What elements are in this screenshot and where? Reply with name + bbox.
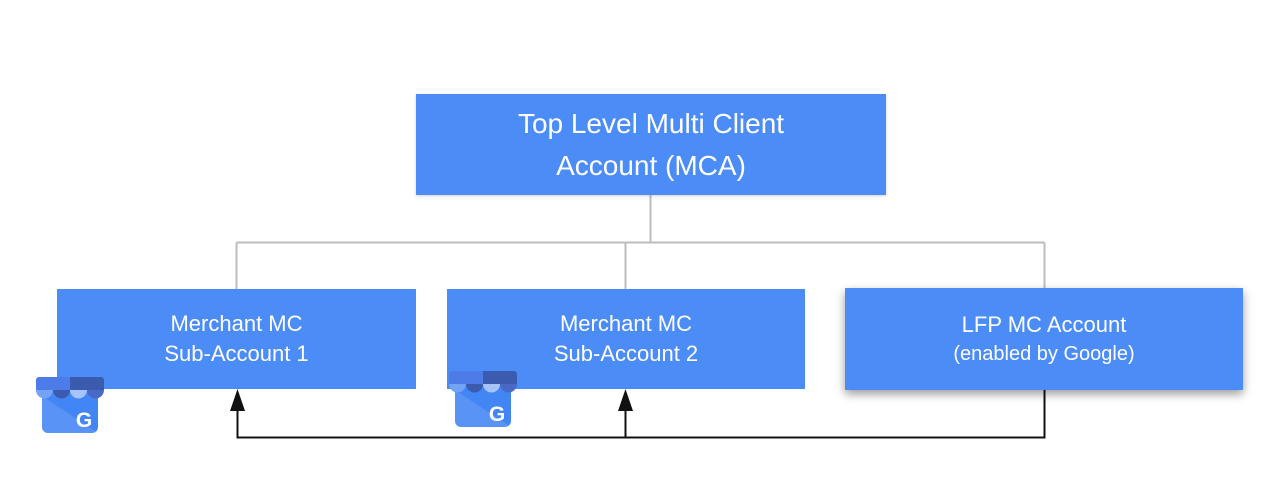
storefront-fold (42, 396, 98, 433)
lfp-account-label-line2: (enabled by Google) (953, 343, 1135, 365)
google-my-business-icon: G (449, 371, 517, 427)
awning-band-left (36, 377, 70, 390)
google-my-business-icon: G (36, 377, 104, 433)
sub-account-1-label-line1: Merchant MC (170, 311, 303, 336)
arrowhead-to-sub-account-2 (618, 389, 633, 411)
awning-scallop-3 (70, 390, 87, 399)
google-g-letter: G (489, 403, 505, 426)
awning-band-right (70, 377, 104, 390)
tree-connector-lines (235, 195, 1046, 290)
awning-band-left (449, 371, 483, 384)
merchant-sub-account-1-box: Merchant MC Sub-Account 1 (57, 289, 416, 389)
awning-scallop-2 (53, 390, 70, 399)
awning-band-right (483, 371, 517, 384)
arrowhead-to-sub-account-1 (230, 389, 245, 411)
top-level-mca-label-line2: Account (MCA) (556, 149, 746, 181)
storefront-body (42, 389, 98, 433)
google-g-letter: G (76, 409, 92, 432)
sub-account-1-label-line2: Sub-Account 1 (164, 341, 309, 366)
awning-scallop-4 (87, 390, 104, 399)
awning-scallop-1 (36, 390, 53, 399)
top-level-mca-box: Top Level Multi Client Account (MCA) (416, 94, 886, 195)
sub-account-2-label-line1: Merchant MC (559, 311, 693, 336)
top-level-mca-label-line1: Top Level Multi Client (517, 107, 785, 139)
lfp-account-label-line1: LFP MC Account (961, 312, 1127, 337)
lfp-feedback-arrow-lines (236, 390, 1046, 439)
lfp-mc-account-box: LFP MC Account (enabled by Google) (845, 288, 1243, 390)
sub-account-2-label-line2: Sub-Account 2 (553, 341, 699, 366)
